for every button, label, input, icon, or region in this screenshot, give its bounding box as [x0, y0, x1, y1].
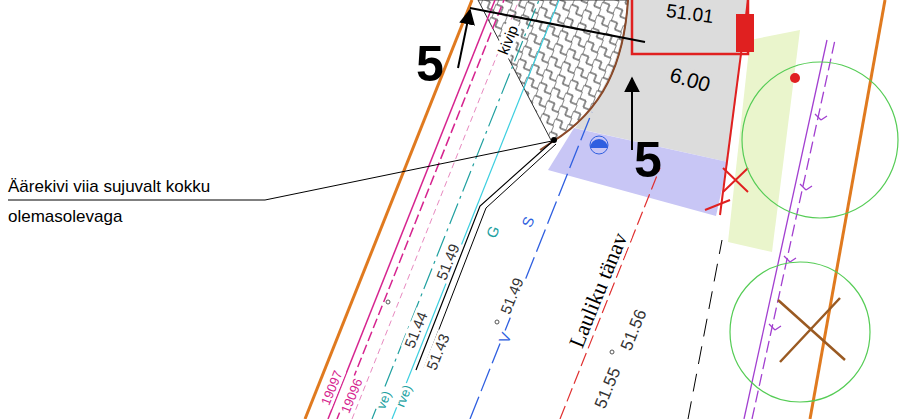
level-label: 51.55	[591, 363, 625, 413]
utility-line	[744, 40, 827, 419]
level-label: 51.49	[433, 240, 463, 284]
utility-line	[352, 0, 519, 419]
dimension-label: 6.00	[665, 63, 714, 97]
valve-symbol	[590, 139, 608, 148]
gas-line	[372, 0, 539, 419]
utility-line	[752, 40, 835, 419]
flow-marks	[769, 114, 827, 330]
utility-line	[392, 0, 559, 419]
level-label: 51.44	[401, 308, 431, 352]
level-label: 51.56	[617, 305, 651, 355]
level-point	[495, 320, 499, 324]
structure-outline	[632, 0, 748, 54]
water-line	[470, 112, 592, 419]
level-point	[386, 300, 390, 304]
structure-symbol	[736, 14, 754, 52]
section-arrow	[458, 10, 470, 68]
section-arrow	[631, 78, 633, 150]
line-code: rve)	[393, 381, 416, 411]
tree-removal	[778, 298, 845, 362]
line-code: V	[495, 329, 515, 348]
section-number: 5	[414, 38, 446, 91]
cable-line	[560, 168, 660, 419]
level-point	[610, 350, 614, 354]
boundary-line	[305, 0, 472, 419]
level-label: 51.43	[423, 330, 453, 374]
level-label: 51.49	[497, 274, 527, 318]
curb-edge	[705, 200, 730, 210]
area-label: kivip	[494, 21, 521, 58]
parcel-number: 19096	[338, 375, 366, 417]
stone-paving	[478, 0, 628, 142]
utility-line	[328, 0, 495, 419]
line-code: ve)	[374, 387, 395, 413]
center-line	[688, 240, 722, 419]
boundary-line	[810, 0, 885, 419]
crossing-band	[548, 128, 728, 216]
valve-symbol	[590, 136, 608, 154]
line-code: G	[483, 222, 503, 242]
section-number: 5	[632, 134, 664, 187]
removal-cross	[723, 168, 748, 192]
tree-crown	[742, 62, 898, 218]
structure-symbol	[790, 73, 800, 83]
callout-note: Äärekivi viia sujuvalt kokku olemasoleva…	[8, 172, 223, 232]
level-label: 51.01	[663, 1, 717, 28]
line-code: S	[518, 213, 538, 232]
curb-curve	[540, 0, 628, 150]
tree-crown	[730, 262, 870, 402]
section-line	[470, 8, 645, 42]
